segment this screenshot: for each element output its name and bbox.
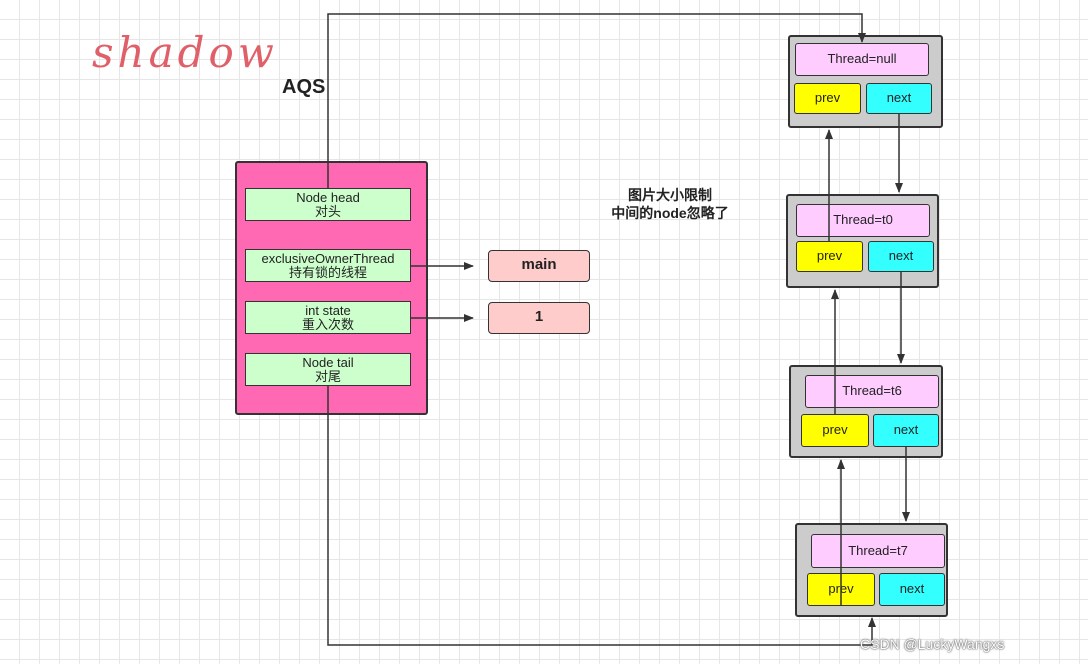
field-exclusive-owner-thread: exclusiveOwnerThread 持有锁的线程 xyxy=(245,249,411,282)
node-t7-next: next xyxy=(879,573,945,606)
field-state-name: int state xyxy=(305,303,351,318)
node-t6-prev: prev xyxy=(801,414,869,447)
owner-thread-value: main xyxy=(488,250,590,282)
field-node-head-name: Node head xyxy=(296,190,360,205)
node-null-next: next xyxy=(866,83,932,114)
csdn-watermark: CSDN @LuckyWangxs xyxy=(860,636,1005,652)
node-t0-next: next xyxy=(868,241,934,272)
node-t0-thread: Thread=t0 xyxy=(796,204,930,237)
field-node-tail-desc: 对尾 xyxy=(314,369,341,384)
field-node-head: Node head 对头 xyxy=(245,188,411,221)
field-owner-desc: 持有锁的线程 xyxy=(288,265,367,280)
field-state-desc: 重入次数 xyxy=(301,317,354,332)
aqs-title: AQS xyxy=(282,76,326,98)
tail-pointer-line xyxy=(327,386,876,646)
field-node-head-desc: 对头 xyxy=(314,204,341,219)
size-limit-note: 图片大小限制 中间的node忽略了 xyxy=(560,186,780,222)
state-value: 1 xyxy=(488,302,590,334)
field-node-tail-name: Node tail xyxy=(302,355,354,370)
field-int-state: int state 重入次数 xyxy=(245,301,411,334)
node-t7-thread: Thread=t7 xyxy=(811,534,945,568)
field-owner-name: exclusiveOwnerThread xyxy=(261,251,395,266)
node-t6-thread: Thread=t6 xyxy=(805,375,939,408)
shadow-logo: shadow xyxy=(92,28,278,77)
node-t6-next: next xyxy=(873,414,939,447)
head-pointer-line xyxy=(327,13,866,188)
note-line-1: 图片大小限制 xyxy=(628,187,712,203)
note-line-2: 中间的node忽略了 xyxy=(611,205,729,221)
node-null-prev: prev xyxy=(794,83,861,114)
field-node-tail: Node tail 对尾 xyxy=(245,353,411,386)
node-t0-prev: prev xyxy=(796,241,863,272)
node-null-thread: Thread=null xyxy=(795,43,929,76)
